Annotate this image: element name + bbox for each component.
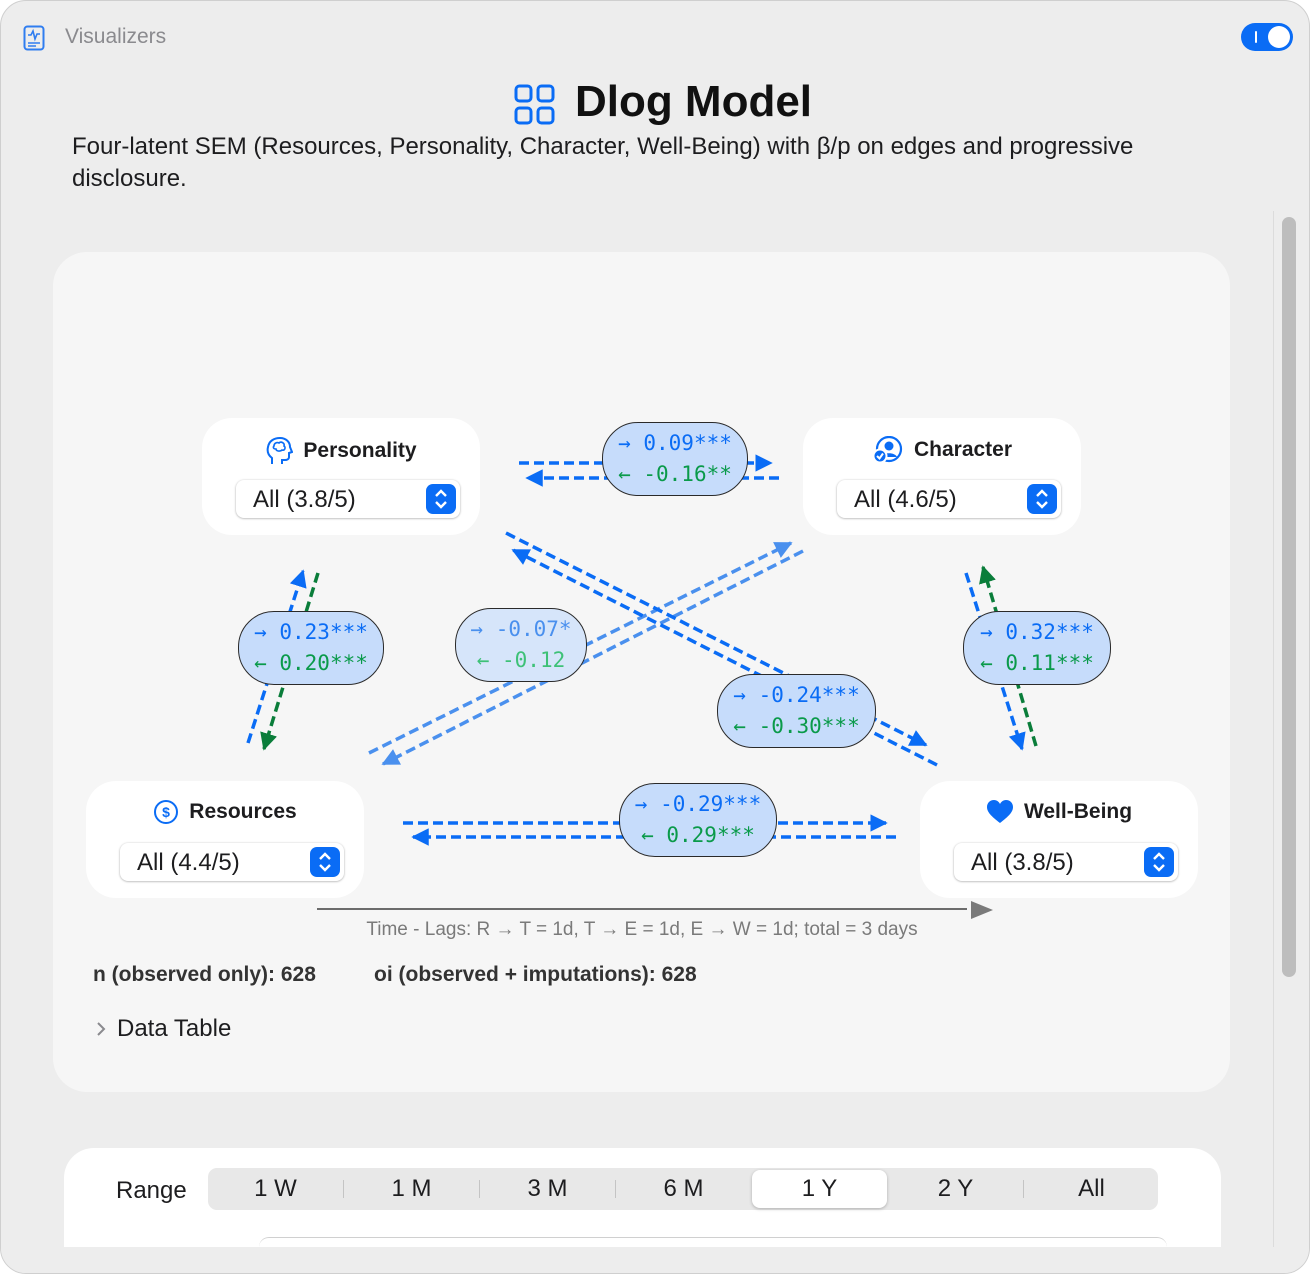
edge-backward-value: ← -0.30*** <box>733 714 860 738</box>
node-character: Character All (4.6/5) <box>803 418 1081 535</box>
segment-divider <box>343 1180 344 1198</box>
chevron-updown-icon <box>1144 847 1174 877</box>
n-observed-count: n (observed only): 628 <box>93 963 316 986</box>
edge-label-personality-character[interactable]: → 0.09*** ← -0.16** <box>602 422 748 496</box>
scrollbar-track[interactable] <box>1273 211 1300 1251</box>
node-personality: Personality All (3.8/5) <box>202 418 480 535</box>
personality-select-value: All (3.8/5) <box>253 486 356 513</box>
brain-head-icon <box>267 436 294 464</box>
resources-select-value: All (4.4/5) <box>137 849 240 876</box>
range-option-all[interactable]: All <box>1078 1175 1105 1202</box>
edge-label-personality-wellbeing[interactable]: → -0.24*** ← -0.30*** <box>717 674 876 748</box>
node-wellbeing-title: Well-Being <box>920 799 1198 825</box>
window-bottom-edge <box>1 1247 1309 1273</box>
edge-backward-value: ← 0.11*** <box>980 651 1094 675</box>
edge-resources-character-backward <box>381 549 804 766</box>
edge-forward-value: → 0.32*** <box>980 620 1094 644</box>
personality-select[interactable]: All (3.8/5) <box>236 480 460 518</box>
node-personality-title: Personality <box>202 436 480 466</box>
page-title-text: Dlog Model <box>574 77 813 126</box>
partial-control-row <box>259 1237 1167 1258</box>
n-imputed-count: oi (observed + imputations): 628 <box>374 963 697 986</box>
node-character-label: Character <box>913 438 1013 461</box>
edge-forward-value: → -0.29*** <box>634 792 762 816</box>
edge-forward-value: → -0.07* <box>470 617 572 641</box>
time-lag-caption: Time - Lags: R → T = 1d, T → E = 1d, E →… <box>366 919 918 940</box>
range-option-1m[interactable]: 1 M <box>391 1175 432 1202</box>
chevron-updown-icon <box>426 484 456 514</box>
edge-label-character-wellbeing[interactable]: → 0.32*** ← 0.11*** <box>963 611 1111 685</box>
chevron-updown-icon <box>1027 484 1057 514</box>
wellbeing-select-value: All (3.8/5) <box>971 849 1074 876</box>
chevron-updown-icon <box>310 847 340 877</box>
wellbeing-select[interactable]: All (3.8/5) <box>954 843 1178 881</box>
page-subtitle: Four-latent SEM (Resources, Personality,… <box>72 133 1134 192</box>
range-segmented-control: 1 W 1 M 3 M 6 M 1 Y 2 Y All <box>208 1168 1158 1210</box>
window-title: Visualizers <box>65 25 167 48</box>
node-wellbeing-label: Well-Being <box>1023 800 1133 823</box>
character-select-value: All (4.6/5) <box>854 486 957 513</box>
edge-backward-value: ← 0.20*** <box>254 651 368 675</box>
dollar-circle-icon: $ <box>154 800 179 824</box>
range-option-1w[interactable]: 1 W <box>254 1175 297 1202</box>
grid-icon <box>514 84 555 125</box>
segment-divider <box>615 1180 616 1198</box>
edge-backward-value: ← -0.16** <box>618 462 732 486</box>
range-label: Range <box>116 1177 187 1204</box>
resources-select[interactable]: All (4.4/5) <box>120 843 344 881</box>
page-title: Dlog Model <box>1 77 1309 127</box>
chevron-right-icon[interactable] <box>94 1020 108 1038</box>
node-resources: $ Resources All (4.4/5) <box>86 781 364 898</box>
edge-label-resources-wellbeing[interactable]: → -0.29*** ← 0.29*** <box>619 783 777 857</box>
node-personality-label: Personality <box>303 439 417 462</box>
document-chart-icon <box>23 25 45 51</box>
node-wellbeing: Well-Being All (3.8/5) <box>920 781 1198 898</box>
edge-backward-value: ← -0.12 <box>476 648 566 672</box>
range-option-1y[interactable]: 1 Y <box>752 1170 887 1208</box>
edge-forward-value: → 0.09*** <box>618 431 732 455</box>
time-axis-line <box>317 908 967 910</box>
range-option-6m[interactable]: 6 M <box>663 1175 704 1202</box>
edge-label-personality-resources[interactable]: → 0.23*** ← 0.20*** <box>238 611 384 685</box>
time-axis-arrow-icon <box>971 901 993 919</box>
segment-divider <box>479 1180 480 1198</box>
edge-resources-character-forward <box>368 541 793 755</box>
edge-forward-value: → -0.24*** <box>733 683 860 707</box>
toggle-knob <box>1268 26 1290 48</box>
data-table-disclosure[interactable]: Data Table <box>117 1015 232 1042</box>
segment-divider <box>1023 1180 1024 1198</box>
visualizer-toggle[interactable] <box>1241 23 1293 51</box>
node-resources-title: $ Resources <box>86 799 364 825</box>
node-resources-label: Resources <box>189 800 297 823</box>
person-badge-icon <box>872 436 903 464</box>
svg-text:$: $ <box>162 804 170 820</box>
range-option-3m[interactable]: 3 M <box>527 1175 568 1202</box>
range-option-2y[interactable]: 2 Y <box>937 1175 974 1202</box>
edge-backward-value: ← 0.29*** <box>641 823 755 847</box>
node-character-title: Character <box>803 436 1081 464</box>
character-select[interactable]: All (4.6/5) <box>837 480 1061 518</box>
heart-icon <box>986 800 1013 823</box>
edge-forward-value: → 0.23*** <box>254 620 368 644</box>
edge-label-resources-character[interactable]: → -0.07* ← -0.12 <box>455 608 587 682</box>
toggle-on-mark <box>1255 31 1257 43</box>
scrollbar-thumb[interactable] <box>1282 217 1296 977</box>
